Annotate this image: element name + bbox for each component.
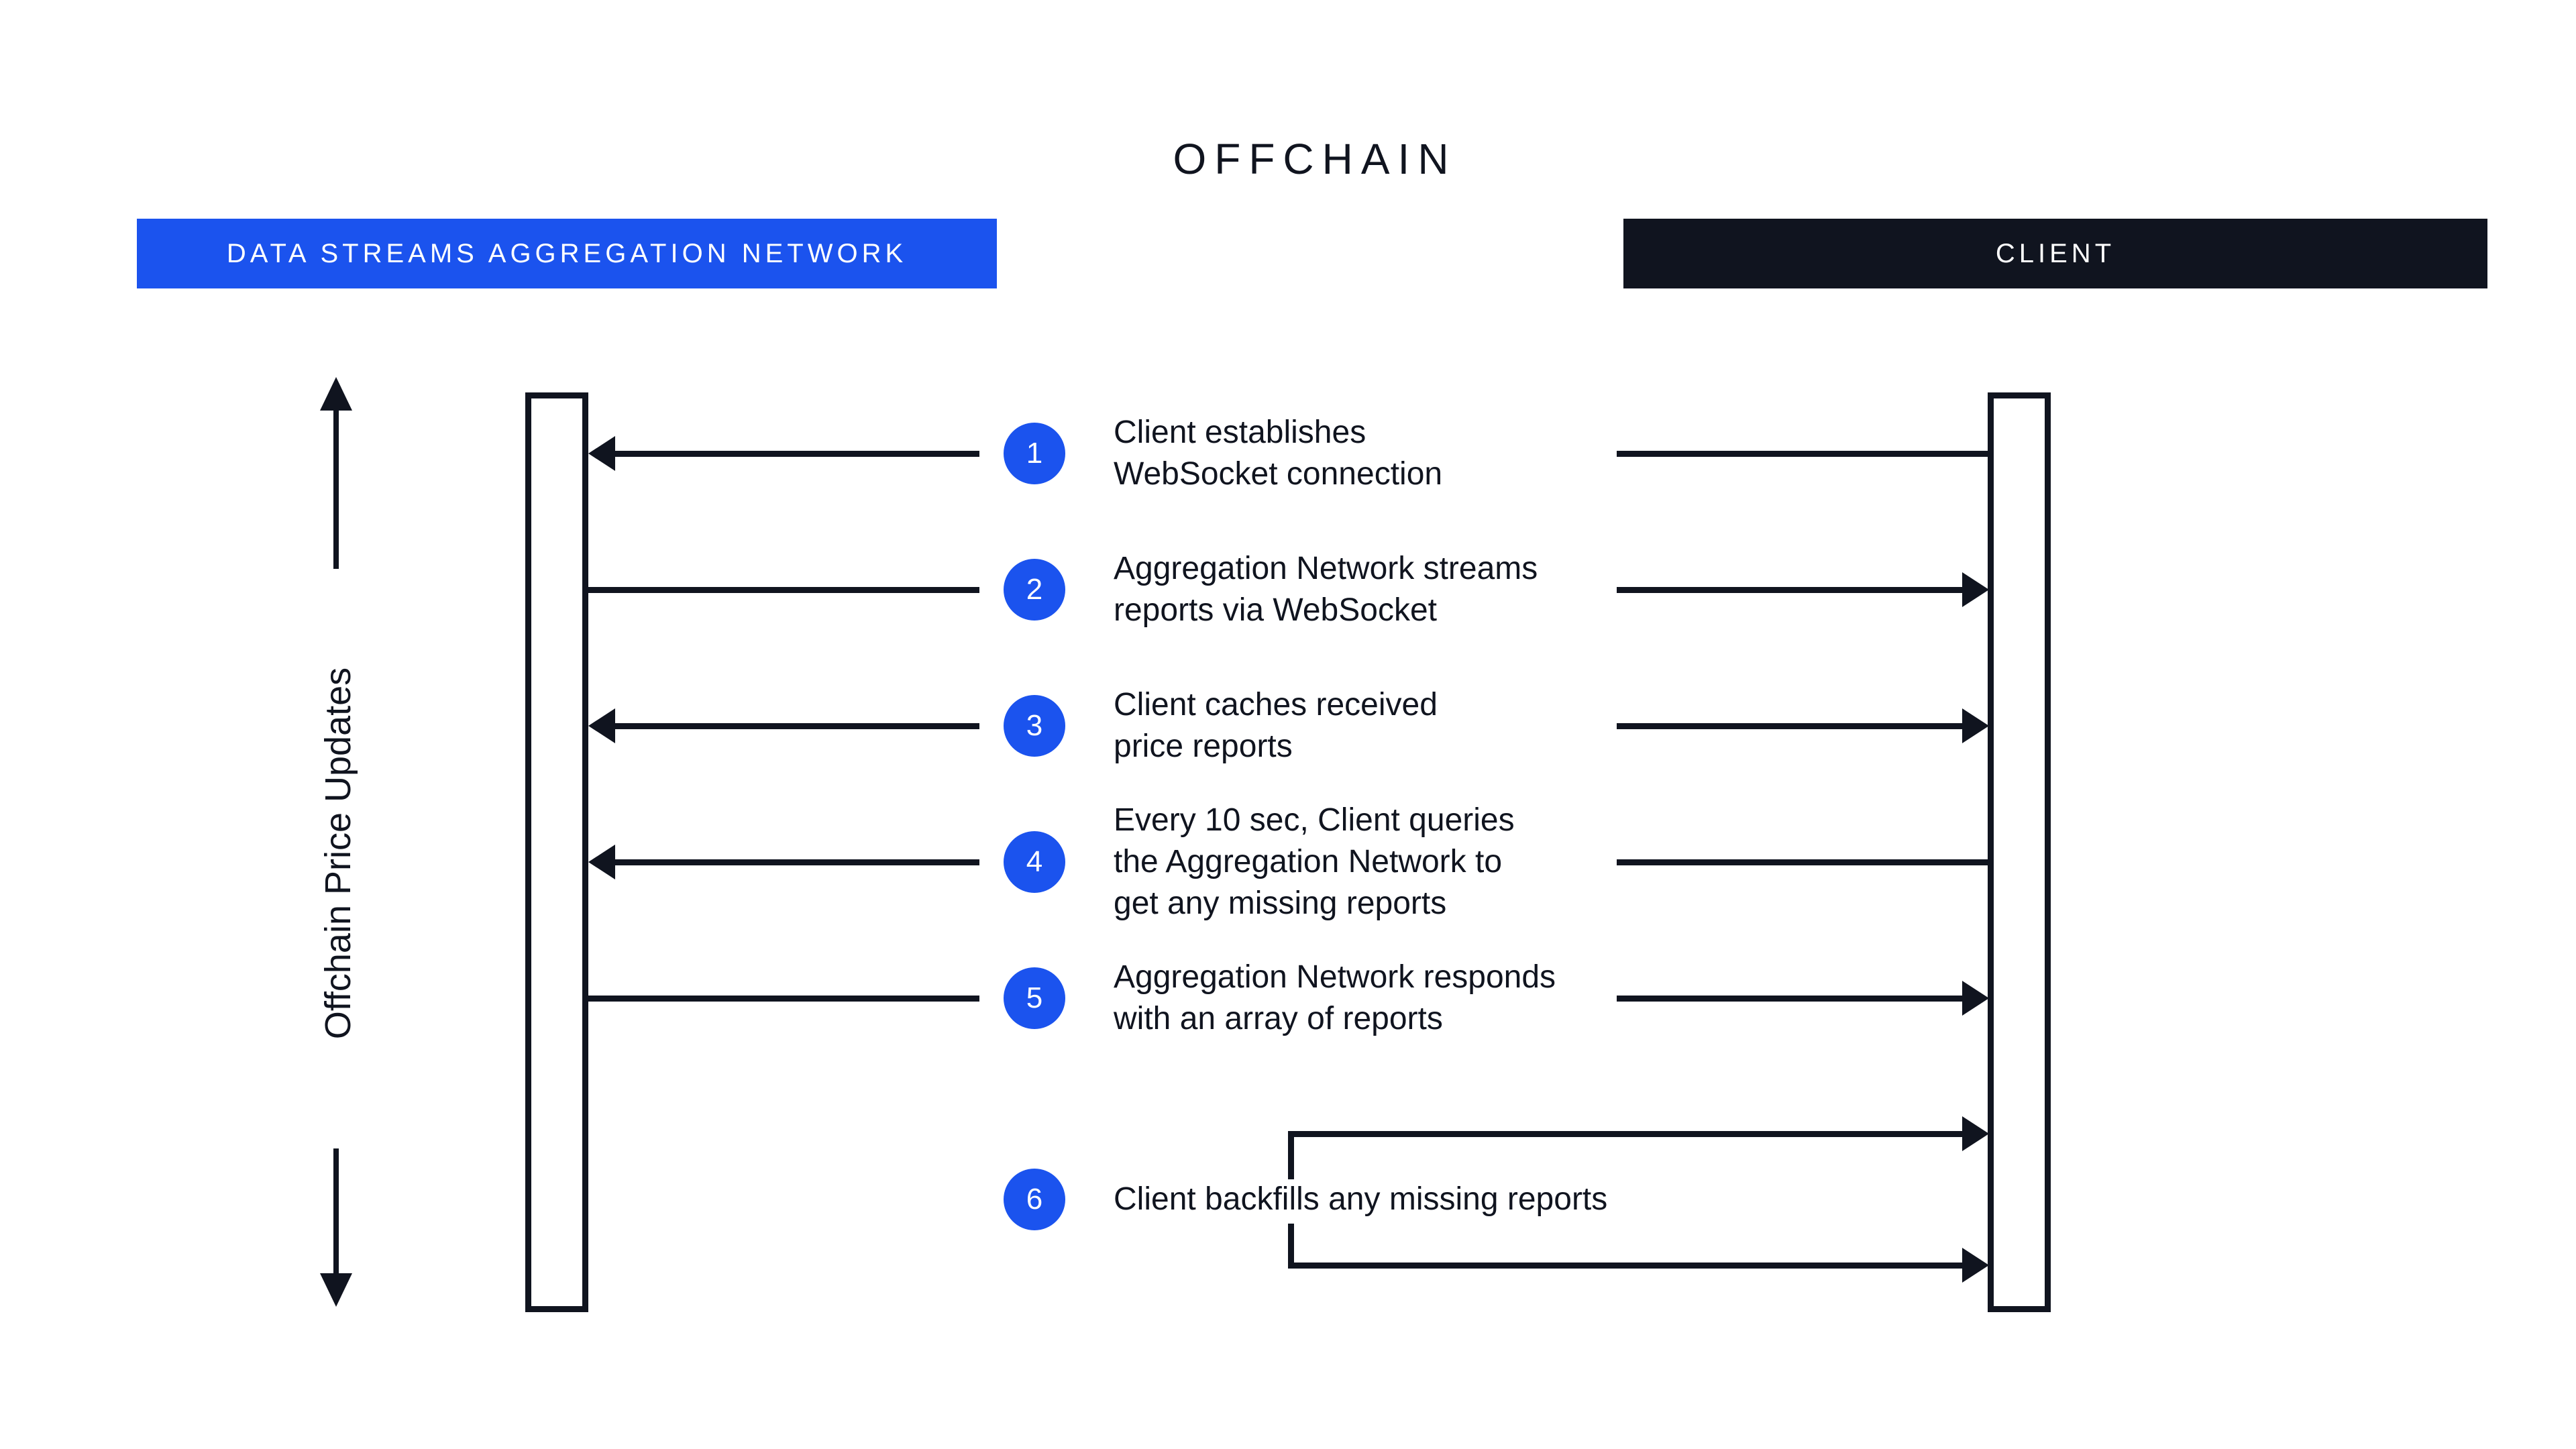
step4-number-badge: 4 (1004, 831, 1065, 893)
step1-number-badge: 1 (1004, 423, 1065, 484)
step2-text: Aggregation Network streams reports via … (1114, 551, 1538, 628)
axis-label: Offchain Price Updates (318, 667, 358, 1040)
step6-loop-top-line (1288, 1131, 1969, 1137)
step6-arrowhead-bottom-icon (1962, 1248, 1989, 1283)
step4-line-left (608, 859, 979, 865)
actor-header-network-label: DATA STREAMS AGGREGATION NETWORK (226, 238, 908, 268)
step2-arrowhead-right-icon (1962, 572, 1989, 607)
step6-loop-bottom-line (1288, 1263, 1969, 1269)
step3-number: 3 (1026, 709, 1043, 742)
step1-line-left (608, 451, 979, 457)
diagram-title: OFFCHAIN (1173, 135, 1457, 183)
step3-text: Client caches received price reports (1114, 687, 1438, 764)
step6-number: 6 (1026, 1183, 1043, 1216)
axis-arrow-up-icon (320, 377, 352, 411)
step4-line-right (1617, 859, 1988, 865)
step6-number-badge: 6 (1004, 1169, 1065, 1230)
step3-number-badge: 3 (1004, 695, 1065, 757)
step5-number-badge: 5 (1004, 967, 1065, 1029)
step1-text: Client establishes WebSocket connection (1114, 415, 1443, 492)
step2-number: 2 (1026, 573, 1043, 606)
lifeline-client (1988, 392, 2051, 1312)
step6-arrowhead-top-icon (1962, 1116, 1989, 1151)
lifeline-network (525, 392, 588, 1312)
step6-loop-vertical-bottom (1288, 1224, 1294, 1269)
actor-header-network: DATA STREAMS AGGREGATION NETWORK (137, 219, 997, 288)
axis-arrow-down-icon (320, 1273, 352, 1307)
step4-text: Every 10 sec, Client queries the Aggrega… (1114, 802, 1515, 921)
axis-arrow-up-line (333, 407, 339, 569)
step3-line-right (1617, 723, 1969, 729)
step2-line-left (587, 587, 979, 593)
step6-text: Client backfills any missing reports (1114, 1181, 1608, 1217)
step5-text: Aggregation Network responds with an arr… (1114, 959, 1556, 1036)
step5-arrowhead-right-icon (1962, 981, 1989, 1016)
actor-header-client: CLIENT (1623, 219, 2487, 288)
actor-header-client-label: CLIENT (1995, 238, 2116, 268)
step5-number: 5 (1026, 981, 1043, 1014)
step3-arrowhead-right-icon (1962, 708, 1989, 743)
step1-line-right (1617, 451, 1988, 457)
step5-line-right (1617, 996, 1969, 1002)
step6-loop-vertical-top (1288, 1131, 1294, 1179)
step2-line-right (1617, 587, 1969, 593)
step2-number-badge: 2 (1004, 559, 1065, 621)
step4-number: 4 (1026, 845, 1043, 878)
step5-line-left (587, 996, 979, 1002)
step3-line-left (608, 723, 979, 729)
axis-arrow-down-line (333, 1148, 339, 1277)
step1-number: 1 (1026, 437, 1043, 470)
